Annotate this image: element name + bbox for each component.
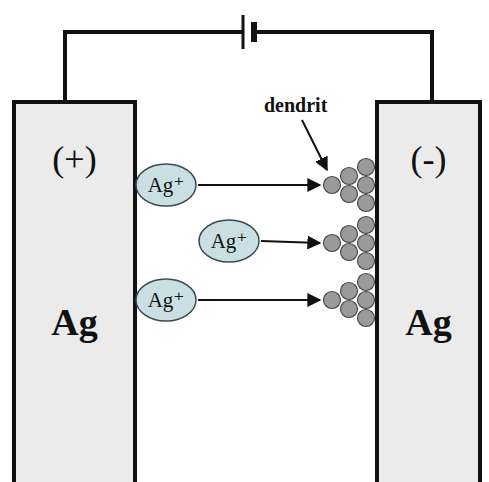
dendrite-ball [341,186,358,203]
polarity-sign: (-) [379,138,478,180]
ellipse-outline [136,279,196,321]
ion-arrow [198,184,320,186]
element-symbol: Ag [379,300,478,344]
dendrite-ball [324,292,341,309]
leader-line [302,120,327,170]
ion-arrow [198,299,320,301]
dendrite-ball [358,292,375,309]
dendrite-ball [358,274,375,291]
ion-label: Ag⁺ [148,173,185,198]
dendrite-ball [324,177,341,194]
ellipse-outline [136,164,196,206]
dendrite-ball [324,235,341,252]
ion-ellipse: Ag⁺ [135,163,197,207]
electrode-plate: (-) Ag [375,100,482,482]
electrode-plate: (+) Ag [12,100,137,482]
ion-arrow [261,241,320,243]
battery-plate [242,15,245,49]
wire [65,32,242,102]
dendrite-ball [358,235,375,252]
ion-label: Ag⁺ [148,288,185,313]
part-label: dendrit [262,94,329,117]
ellipse-outline [199,220,259,262]
ion-ellipse: Ag⁺ [198,219,260,263]
dendrite-ball [341,283,358,300]
element-symbol: Ag [16,300,133,344]
dendrite-ball [358,217,375,234]
wire [65,32,432,102]
dendrite-ball [358,159,375,176]
ion-label: Ag⁺ [211,229,248,254]
dendrite-ball [358,253,375,270]
dendrite-ball [341,226,358,243]
ion-ellipse: Ag⁺ [135,278,197,322]
battery-plate [251,22,257,42]
dendrite-ball [358,177,375,194]
polarity-sign: (+) [16,138,133,180]
dendrite-ball [358,195,375,212]
wire [256,32,432,102]
dendrite-ball [341,168,358,185]
dendrite-ball [341,244,358,261]
dendrite-ball [341,301,358,318]
dendrite-clusters [324,159,375,327]
dendrite-ball [358,310,375,327]
